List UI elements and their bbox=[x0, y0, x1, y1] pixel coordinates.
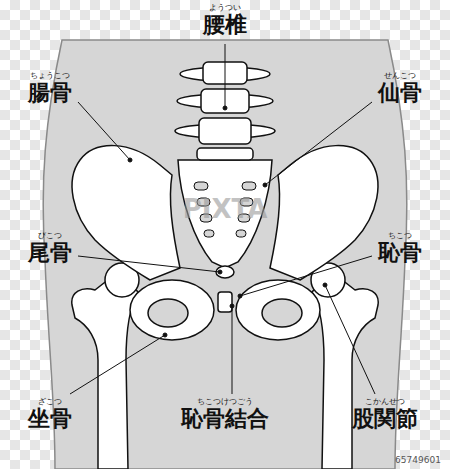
part-name: 腸骨 bbox=[28, 82, 72, 104]
leader-lines bbox=[70, 44, 375, 394]
furigana: ちょうこつ bbox=[30, 72, 70, 80]
furigana: せんこつ bbox=[384, 72, 416, 80]
watermark: PIXTA bbox=[183, 196, 268, 222]
part-name: 坐骨 bbox=[28, 408, 72, 430]
furigana: こかんせつ bbox=[365, 398, 405, 406]
part-name: 恥骨 bbox=[378, 242, 422, 264]
furigana: ちこつけつごう bbox=[197, 398, 253, 406]
part-name: 仙骨 bbox=[378, 82, 422, 104]
part-name: 尾骨 bbox=[28, 242, 72, 264]
body-silhouette bbox=[43, 40, 407, 469]
part-name: 恥骨結合 bbox=[181, 408, 269, 430]
part-name: 腰椎 bbox=[203, 14, 247, 36]
part-name: 股関節 bbox=[352, 408, 418, 430]
sacrum bbox=[178, 160, 272, 268]
furigana: びこつ bbox=[38, 232, 62, 240]
coccyx bbox=[216, 266, 234, 278]
furigana: ちこつ bbox=[388, 232, 412, 240]
furigana: ようつい bbox=[209, 4, 241, 12]
furigana: ざこつ bbox=[38, 398, 62, 406]
pubic-symphysis bbox=[218, 292, 232, 312]
image-id: 65749601 bbox=[395, 456, 441, 465]
